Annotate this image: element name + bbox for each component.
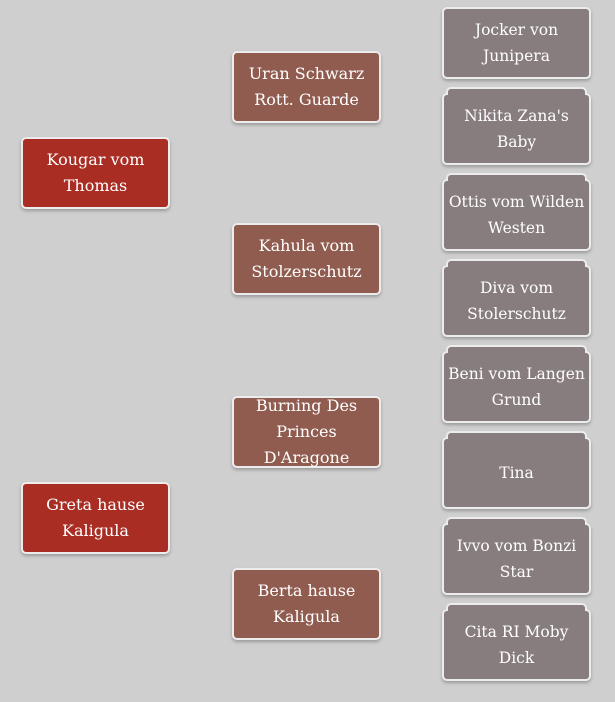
pedigree-box-dam-dam: Berta hause Kaligula <box>232 568 381 640</box>
pedigree-name: Berta hause Kaligula <box>257 581 356 626</box>
pedigree-name: Tina <box>499 464 534 482</box>
pedigree-box-ggp-6: Tina <box>442 431 591 509</box>
pedigree-box-sire-sire: Uran Schwarz Rott. Guarde <box>232 51 381 123</box>
pedigree-name: Greta hause Kaligula <box>46 495 145 540</box>
pedigree-name: Uran Schwarz Rott. Guarde <box>248 64 365 109</box>
pedigree-box-ggp-4: Diva vom Stolerschutz <box>442 259 591 337</box>
pedigree-name: Ottis vom Wilden Westen <box>448 193 585 237</box>
pedigree-box-ggp-7: Ivvo vom Bonzi Star <box>442 517 591 595</box>
pedigree-name: Jocker von Junipera <box>474 21 559 65</box>
pedigree-name: Kahula vom Stolzerschutz <box>251 236 362 281</box>
pedigree-name: Cita RI Moby Dick <box>464 623 569 667</box>
pedigree-box-dam-sire: Burning Des Princes D'Aragone <box>232 396 381 468</box>
pedigree-name: Beni vom Langen Grund <box>448 365 585 409</box>
pedigree-box-sire: Kougar vom Thomas <box>21 137 170 209</box>
pedigree-box-sire-dam: Kahula vom Stolzerschutz <box>232 223 381 295</box>
pedigree-name: Kougar vom Thomas <box>46 150 145 195</box>
pedigree-name: Ivvo vom Bonzi Star <box>456 537 577 581</box>
pedigree-name: Diva vom Stolerschutz <box>467 279 566 323</box>
pedigree-box-ggp-1: Jocker von Junipera <box>442 7 591 79</box>
pedigree-box-ggp-5: Beni vom Langen Grund <box>442 345 591 423</box>
pedigree-box-ggp-2: Nikita Zana's Baby <box>442 87 591 165</box>
pedigree-name: Burning Des Princes D'Aragone <box>255 396 358 467</box>
pedigree-box-dam: Greta hause Kaligula <box>21 482 170 554</box>
pedigree-name: Nikita Zana's Baby <box>464 107 569 151</box>
pedigree-box-ggp-3: Ottis vom Wilden Westen <box>442 173 591 251</box>
pedigree-box-ggp-8: Cita RI Moby Dick <box>442 603 591 681</box>
